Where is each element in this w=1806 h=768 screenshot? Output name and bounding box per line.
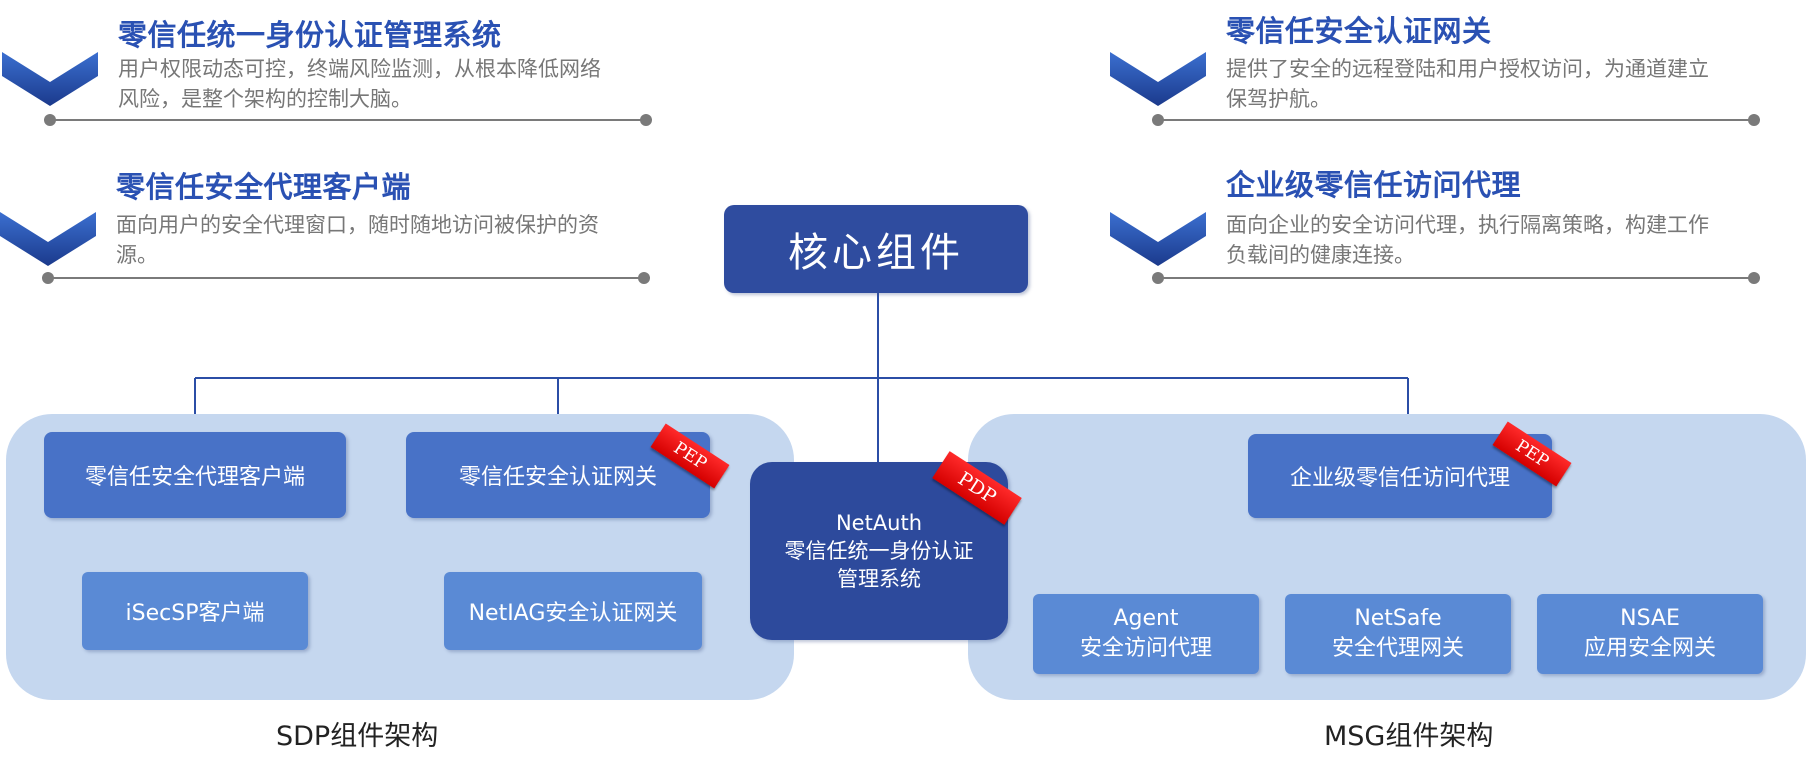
- chevron-down-icon: [2, 52, 98, 106]
- feature-desc-proxy: 面向企业的安全访问代理，执行隔离策略，构建工作负载间的健康连接。: [1226, 213, 1709, 267]
- netauth-center-node: NetAuth 零信任统一身份认证 管理系统: [750, 462, 1008, 640]
- chevron-down-icon: [1110, 212, 1206, 266]
- core-component-box: 核心组件: [724, 205, 1028, 293]
- feature-desc-identity: 用户权限动态可控，终端风险监测，从根本降低网络风险，是整个架构的控制大脑。: [118, 57, 601, 111]
- feature-title-gateway: 零信任安全认证网关: [1226, 14, 1492, 48]
- chevron-down-icon: [1110, 52, 1206, 106]
- netiag-gateway-node: NetIAG安全认证网关: [444, 572, 702, 650]
- feature-title-proxy: 企业级零信任访问代理: [1226, 168, 1522, 202]
- feature-desc-client: 面向用户的安全代理窗口，随时随地访问被保护的资源。: [116, 213, 599, 267]
- sdp-client-node: 零信任安全代理客户端: [44, 432, 346, 518]
- isecsp-client-node: iSecSP客户端: [82, 572, 308, 650]
- feature-title-identity: 零信任统一身份认证管理系统: [118, 18, 502, 52]
- divider-lines: [48, 119, 1754, 279]
- sdp-caption: SDP组件架构: [276, 721, 439, 752]
- msg-caption: MSG组件架构: [1324, 721, 1494, 752]
- chevron-down-icon: [0, 212, 96, 266]
- feature-title-client: 零信任安全代理客户端: [116, 170, 412, 204]
- feature-desc-gateway: 提供了安全的远程登陆和用户授权访问，为通道建立保驾护航。: [1226, 57, 1709, 111]
